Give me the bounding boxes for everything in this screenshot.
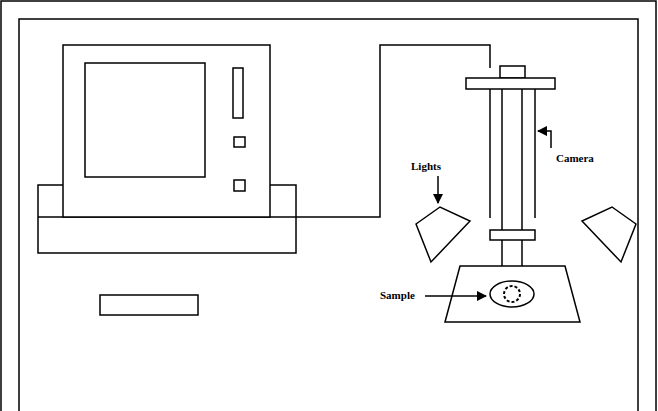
sample xyxy=(504,286,520,302)
leader-arrow xyxy=(425,295,486,297)
sample-dish xyxy=(490,281,534,307)
monitor-screen xyxy=(85,63,205,177)
drive-slot xyxy=(233,68,243,118)
camera-plate xyxy=(466,78,555,89)
cable xyxy=(296,45,490,217)
camera-tube xyxy=(521,89,523,230)
part-label: Sample xyxy=(380,289,415,302)
part-label: Camera xyxy=(556,152,594,165)
camera-column xyxy=(521,240,523,266)
monitor xyxy=(63,45,270,217)
part-label: Lights xyxy=(411,160,441,173)
light-right xyxy=(582,207,636,262)
button xyxy=(234,137,245,147)
light-left xyxy=(416,207,470,262)
keyboard xyxy=(100,295,198,315)
inner-frame xyxy=(19,19,638,411)
button xyxy=(234,180,245,191)
leader-arrow xyxy=(437,176,439,203)
camera-body xyxy=(489,89,491,218)
leader-arrow xyxy=(538,131,551,148)
camera-column xyxy=(501,240,503,266)
camera-knob xyxy=(500,66,525,78)
camera-ring xyxy=(490,230,535,240)
sample-stage xyxy=(445,266,580,322)
camera-tube xyxy=(501,89,503,230)
camera-body xyxy=(534,89,536,218)
